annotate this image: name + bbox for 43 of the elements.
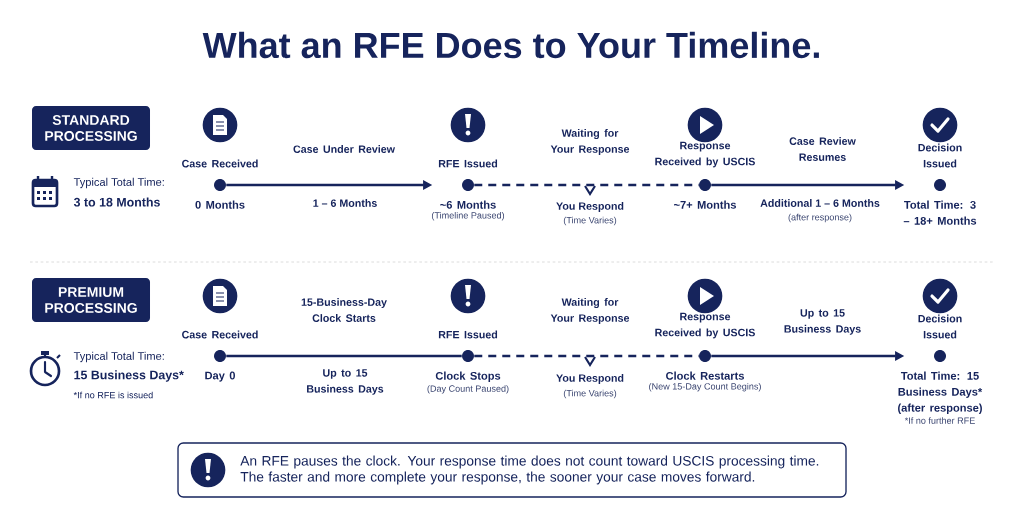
phase-label: Waiting for Your Response bbox=[550, 129, 630, 155]
note-label: (Time Varies) bbox=[563, 389, 617, 399]
phase-label: Up to 15 Business Days bbox=[784, 309, 861, 335]
time-label: ~6 Months bbox=[440, 200, 496, 209]
milestone-label: RFE Issued bbox=[438, 159, 498, 168]
note-label: (New 15-Day Count Begins) bbox=[649, 382, 761, 392]
time-label: Clock Restarts bbox=[666, 371, 744, 380]
summary-label: Typical Total Time: bbox=[73, 177, 164, 189]
duration-label: You Respond bbox=[556, 202, 624, 212]
processing-badge: STANDARD PROCESSING bbox=[32, 106, 150, 150]
time-label: 0 Months bbox=[195, 200, 245, 209]
time-label: ~7+ Months bbox=[674, 200, 736, 209]
phase-label: Case Under Review bbox=[293, 145, 395, 153]
time-label: Clock Stops bbox=[435, 371, 501, 382]
note-label: (Timeline Paused) bbox=[431, 211, 505, 221]
phase-label: Up to 15 Business Days bbox=[307, 369, 384, 395]
footnote: *If no RFE is issued bbox=[73, 391, 153, 399]
time-label: Total Time: 15 Business Days* (after response) bbox=[898, 371, 983, 414]
note-label: (after response) bbox=[788, 213, 852, 223]
note-box: An RFE pauses the clock. Your response time does not count toward USCIS processing time. The faster and more complete your response, the sooner your case moves forward. bbox=[177, 442, 847, 498]
phase-label: 15-Business-Day Clock Starts bbox=[301, 298, 387, 322]
phase-label: Case Review Resumes bbox=[789, 137, 856, 161]
duration-label: Additional 1 – 6 Months bbox=[760, 199, 880, 207]
duration-label: You Respond bbox=[556, 374, 624, 384]
time-label: Total Time: 3 – 18+ Months bbox=[903, 200, 977, 225]
milestone-label: Decision Issued bbox=[918, 314, 962, 339]
summary-label: Typical Total Time: bbox=[73, 351, 164, 363]
note-label: *If no further RFE bbox=[904, 417, 975, 424]
processing-badge: PREMIUM PROCESSING bbox=[32, 278, 150, 322]
note-label: (Time Varies) bbox=[563, 216, 617, 226]
milestone-label: RFE Issued bbox=[438, 330, 498, 339]
note-label: (Day Count Paused) bbox=[427, 385, 509, 394]
time-label: Day 0 bbox=[205, 371, 235, 382]
milestone-label: Case Received bbox=[182, 159, 258, 168]
title: What an RFE Does to Your Timeline. bbox=[202, 31, 819, 59]
milestone-label: Response Received by USCIS bbox=[655, 141, 755, 168]
milestone-label: Response Received by USCIS bbox=[655, 312, 755, 339]
summary-value: 15 Business Days* bbox=[74, 370, 184, 382]
summary-value: 3 to 18 Months bbox=[73, 197, 160, 207]
phase-label: Waiting for Your Response bbox=[550, 298, 630, 324]
milestone-label: Case Received bbox=[182, 330, 258, 339]
duration-label: 1 – 6 Months bbox=[313, 199, 377, 207]
milestone-label: Decision Issued bbox=[918, 143, 962, 168]
